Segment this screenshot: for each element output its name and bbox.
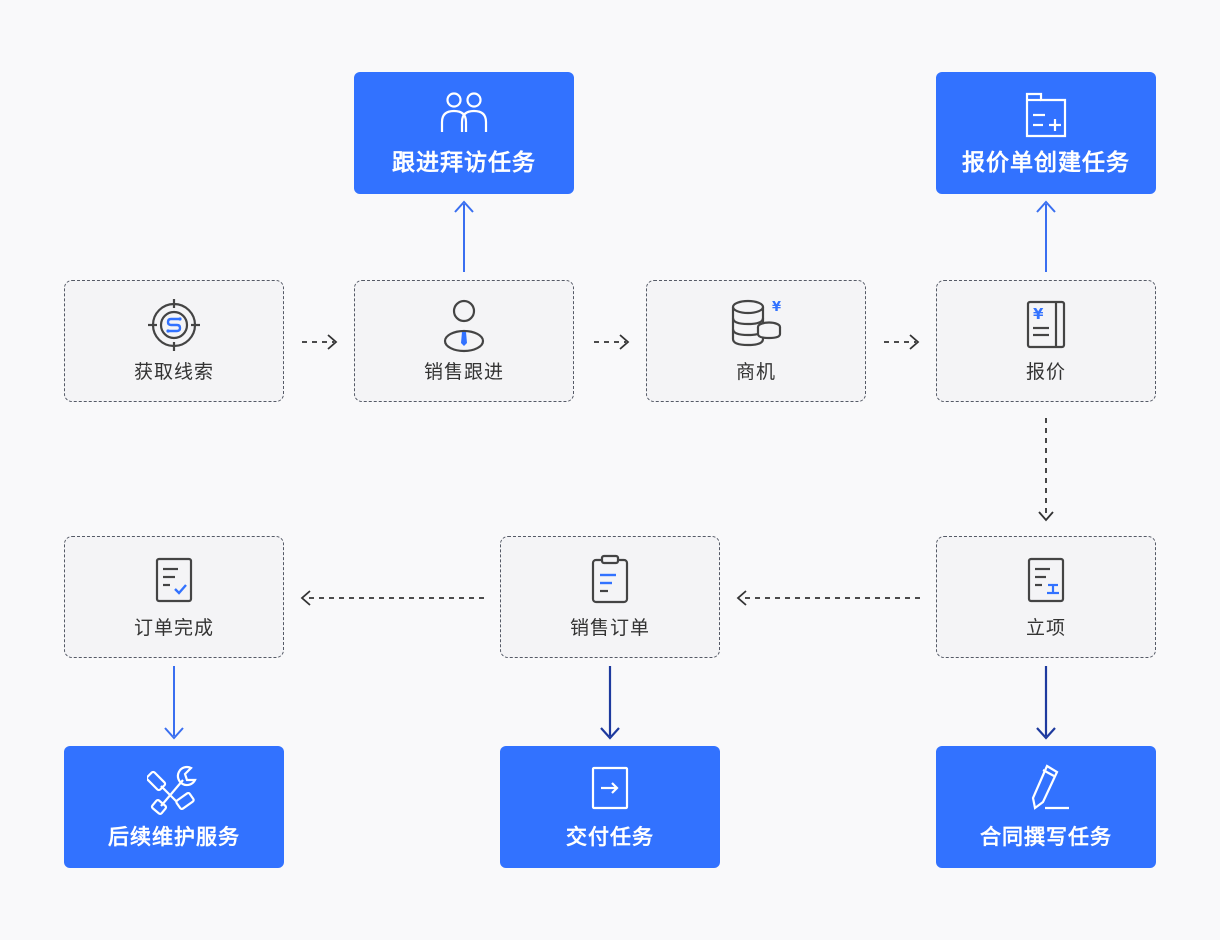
task-visit[interactable]: 跟进拜访任务 (354, 72, 574, 194)
target-dollar-icon (146, 297, 202, 353)
project-doc-icon (1018, 553, 1074, 609)
quote-book-icon: ¥ (1018, 297, 1074, 353)
node-label: 商机 (735, 361, 776, 383)
node-label: 立项 (1025, 617, 1066, 639)
node-label: 获取线索 (133, 361, 214, 383)
salesperson-icon (436, 297, 492, 353)
arrow-to-visit-task (454, 200, 474, 272)
add-folder-icon (1019, 88, 1073, 142)
task-label: 合同撰写任务 (980, 825, 1112, 849)
pen-icon (1019, 762, 1073, 816)
arrow-to-contract-task (1036, 666, 1056, 740)
arrow-to-quote-create-task (1036, 200, 1056, 272)
task-contract[interactable]: 合同撰写任务 (936, 746, 1156, 868)
node-order-complete[interactable]: 订单完成 (64, 536, 284, 658)
node-opportunity[interactable]: ¥ 商机 (646, 280, 866, 402)
node-project-setup[interactable]: 立项 (936, 536, 1156, 658)
dashed-arrow-project-to-order (736, 590, 920, 606)
node-label: 销售订单 (569, 617, 650, 639)
task-delivery[interactable]: 交付任务 (500, 746, 720, 868)
task-label: 后续维护服务 (108, 825, 240, 849)
checked-doc-icon (146, 553, 202, 609)
arrow-to-delivery-task (600, 666, 620, 740)
task-label: 跟进拜访任务 (392, 150, 536, 176)
dashed-arrow-quotation-to-project (1038, 418, 1054, 522)
node-sales-order[interactable]: 销售订单 (500, 536, 720, 658)
node-label: 订单完成 (133, 617, 214, 639)
node-quotation[interactable]: ¥ 报价 (936, 280, 1156, 402)
dashed-arrow-followup-to-opportunity (594, 334, 630, 350)
wrench-icon (147, 762, 201, 816)
node-sales-followup[interactable]: 销售跟进 (354, 280, 574, 402)
export-icon (583, 762, 637, 816)
arrow-to-maintenance-task (164, 666, 184, 740)
node-label: 销售跟进 (423, 361, 504, 383)
task-quote-create[interactable]: 报价单创建任务 (936, 72, 1156, 194)
node-label: 报价 (1025, 361, 1066, 383)
people-icon (437, 88, 491, 142)
coins-yen-icon: ¥ (728, 297, 784, 353)
dashed-arrow-leads-to-followup (302, 334, 338, 350)
node-get-leads[interactable]: 获取线索 (64, 280, 284, 402)
task-label: 交付任务 (566, 825, 654, 849)
dashed-arrow-order-to-complete (300, 590, 484, 606)
task-label: 报价单创建任务 (962, 150, 1130, 176)
dashed-arrow-opportunity-to-quotation (884, 334, 920, 350)
clipboard-icon (582, 553, 638, 609)
svg-text:¥: ¥ (772, 300, 781, 315)
svg-text:¥: ¥ (1033, 305, 1044, 323)
task-maintenance[interactable]: 后续维护服务 (64, 746, 284, 868)
